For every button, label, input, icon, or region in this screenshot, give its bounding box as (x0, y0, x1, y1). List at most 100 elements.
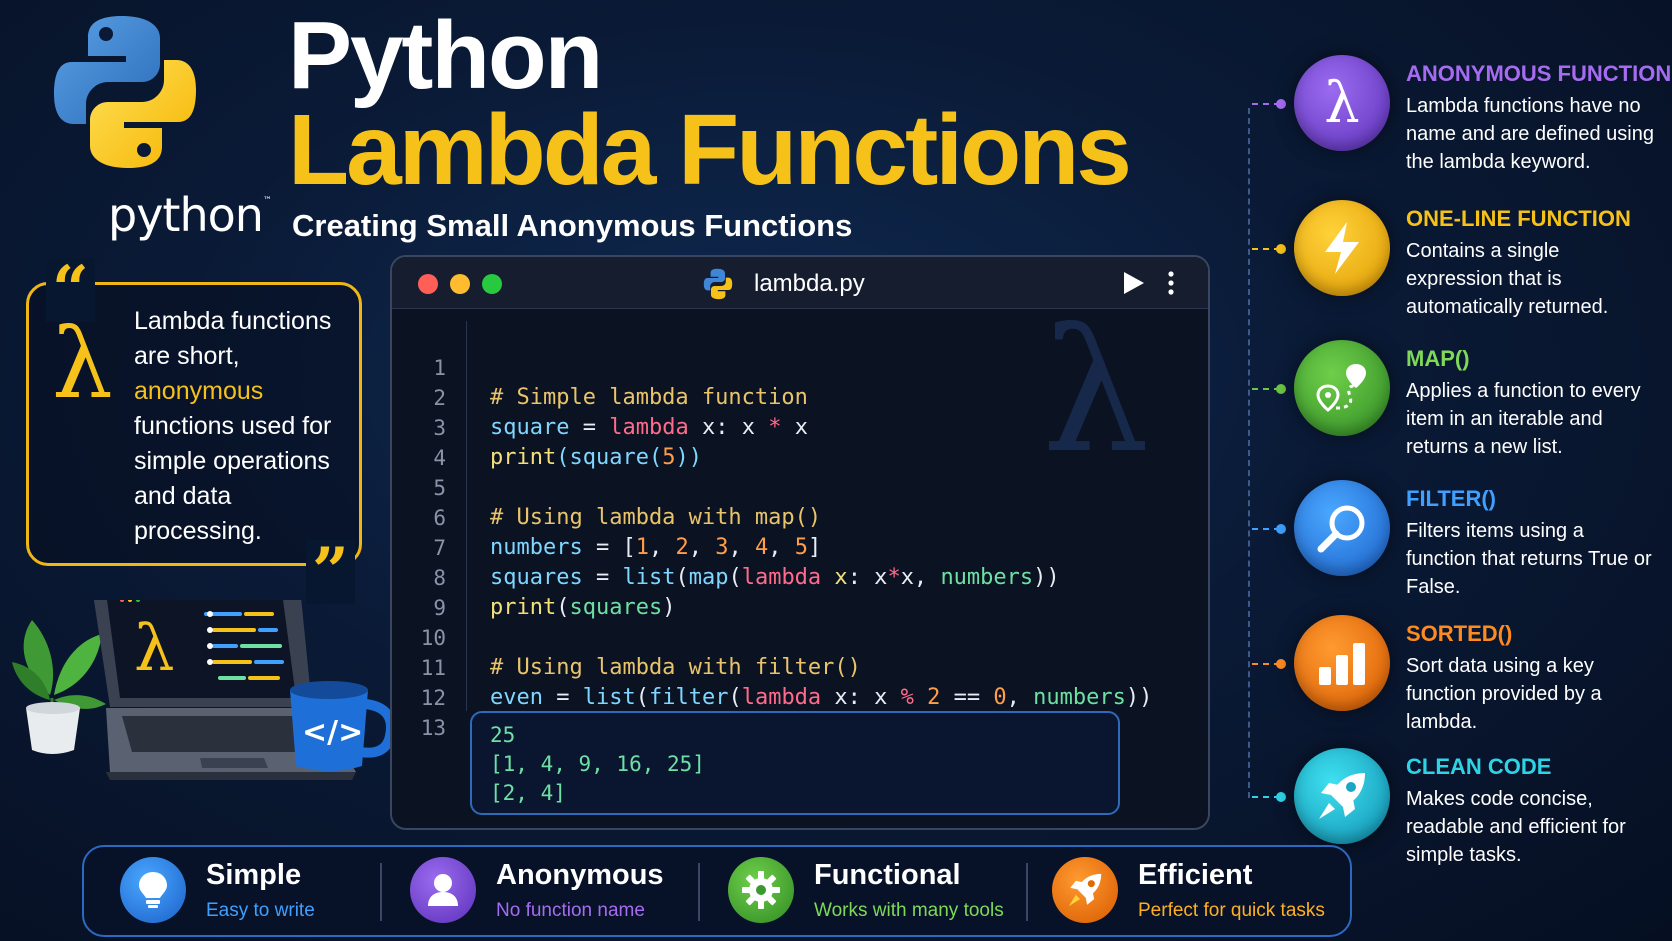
lambda-icon: λ (52, 308, 113, 420)
magnifier-icon (1294, 480, 1390, 576)
code-line: 2 square = lambda x: x * x (392, 353, 1208, 440)
feature-description: Filters items using a function that retu… (1406, 520, 1652, 598)
line-number: 5 (433, 476, 446, 500)
editor-title-bar: lambda.py (392, 257, 1208, 309)
line-number: 1 (433, 356, 446, 380)
quote-highlight: anonymous (134, 377, 264, 405)
file-name-tab[interactable]: lambda.py (754, 270, 865, 297)
python-snakes-icon (54, 16, 196, 168)
feature-heading: SORTED() (1406, 621, 1513, 646)
quote-box (26, 282, 362, 566)
plant-icon (12, 620, 106, 754)
close-window-button[interactable] (418, 274, 438, 294)
line-number: 7 (433, 536, 446, 560)
pill-subtitle: No function name (496, 900, 645, 921)
subtitle: Creating Small Anonymous Functions (292, 208, 853, 243)
user-icon (410, 857, 476, 923)
code-line: 10 # Using lambda with filter() (392, 593, 1208, 680)
pill-divider (1026, 863, 1028, 921)
code-line: 5 # Using lambda with map() (392, 443, 1208, 530)
lambda-watermark-icon: λ (1042, 293, 1150, 491)
line-number: 13 (420, 716, 446, 740)
line-number: 10 (420, 626, 446, 650)
output-console: 25 [1, 4, 9, 16, 25] [2, 4] (470, 711, 1120, 815)
pill-divider (698, 863, 700, 921)
line-number: 3 (433, 416, 446, 440)
svg-text:λ: λ (134, 612, 175, 686)
rocket-icon (1052, 857, 1118, 923)
pill-simple: Simple Easy to write (120, 847, 380, 935)
pill-functional: Functional Works with many tools (728, 847, 1028, 935)
code-area[interactable]: 1 # Simple lambda function 2 square = la… (392, 323, 1208, 740)
lambda-icon: λ (1294, 55, 1390, 151)
code-line: 7 squares = list(map(lambda x: x*x, numb… (392, 503, 1208, 590)
feature-sorted: SORTED() Sort data using a key function … (1252, 615, 1672, 745)
open-quote-icon: “ (46, 258, 95, 322)
line-number: 11 (420, 656, 446, 680)
minimize-window-button[interactable] (450, 274, 470, 294)
feature-filter: FILTER() Filters items using a function … (1252, 480, 1672, 610)
feature-description: Sort data using a key function provided … (1406, 655, 1602, 733)
lightbulb-icon (120, 857, 186, 923)
code-editor-window: lambda.py λ 1 # Simple lambda function 2… (390, 255, 1210, 830)
feature-heading: CLEAN CODE (1406, 754, 1552, 779)
code-line: 8 print(squares) (392, 533, 1208, 620)
line-number: 12 (420, 686, 446, 710)
coffee-mug-icon: </> (290, 681, 396, 771)
pill-subtitle: Perfect for quick tasks (1138, 900, 1325, 921)
maximize-window-button[interactable] (482, 274, 502, 294)
line-number: 6 (433, 506, 446, 530)
run-play-icon[interactable] (1120, 270, 1146, 296)
bar-chart-icon (1294, 615, 1390, 711)
more-options-icon[interactable] (1166, 270, 1176, 296)
gutter-divider (466, 321, 467, 711)
pill-title: Anonymous (496, 859, 664, 891)
pill-divider (380, 863, 382, 921)
output-line: [1, 4, 9, 16, 25] (490, 752, 705, 776)
code-line: 6 numbers = [1, 2, 3, 4, 5] (392, 473, 1208, 560)
pill-title: Efficient (1138, 859, 1253, 891)
pill-subtitle: Easy to write (206, 900, 315, 921)
feature-heading: ANONYMOUS FUNCTION (1406, 61, 1672, 86)
output-line: 25 (490, 723, 516, 747)
gear-icon (728, 857, 794, 923)
feature-heading: MAP() (1406, 346, 1470, 371)
code-line: 12 print(even) (392, 653, 1208, 740)
close-quote-icon: ” (306, 540, 355, 604)
lightning-icon (1294, 200, 1390, 296)
svg-text:</>: </> (302, 715, 363, 750)
code-line: 4 (392, 413, 1208, 470)
line-number: 9 (433, 596, 446, 620)
pill-subtitle: Works with many tools (814, 900, 1004, 921)
feature-description: Applies a function to every item in an i… (1406, 380, 1641, 458)
code-line: 3 print(square(5)) (392, 383, 1208, 470)
feature-map: MAP() Applies a function to every item i… (1252, 340, 1672, 470)
feature-heading: ONE-LINE FUNCTION (1406, 206, 1631, 231)
feature-clean-code: CLEAN CODE Makes code concise, readable … (1252, 748, 1672, 878)
output-line: [2, 4] (490, 781, 566, 805)
pill-efficient: Efficient Perfect for quick tasks (1052, 847, 1342, 935)
line-number: 2 (433, 386, 446, 410)
pill-title: Simple (206, 859, 302, 891)
python-file-icon (703, 268, 733, 300)
rocket-icon (1294, 748, 1390, 844)
laptop-illustration: λ </> (10, 577, 396, 835)
quote-text: Lambda functions are short, anonymous fu… (134, 307, 332, 545)
python-logo: python™ (50, 12, 272, 242)
map-route-icon (1294, 340, 1390, 436)
title-line-1: Python (288, 2, 603, 109)
code-line: 13 (392, 683, 1208, 740)
python-wordmark: python™ (108, 188, 272, 242)
pill-anonymous: Anonymous No function name (410, 847, 700, 935)
feature-connector-line (1248, 108, 1250, 798)
title-line-2: Lambda Functions (288, 94, 1132, 206)
code-line: 1 # Simple lambda function (392, 323, 1208, 410)
feature-one-line-function: ONE-LINE FUNCTION Contains a single expr… (1252, 200, 1672, 330)
bottom-feature-bar: Simple Easy to write Anonymous No functi… (82, 845, 1352, 937)
feature-description: Contains a single expression that is aut… (1406, 240, 1609, 318)
line-number: 4 (433, 446, 446, 470)
feature-description: Makes code concise, readable and efficie… (1406, 788, 1626, 866)
pill-title: Functional (814, 859, 961, 891)
feature-heading: FILTER() (1406, 486, 1497, 511)
code-line: 9 (392, 563, 1208, 620)
